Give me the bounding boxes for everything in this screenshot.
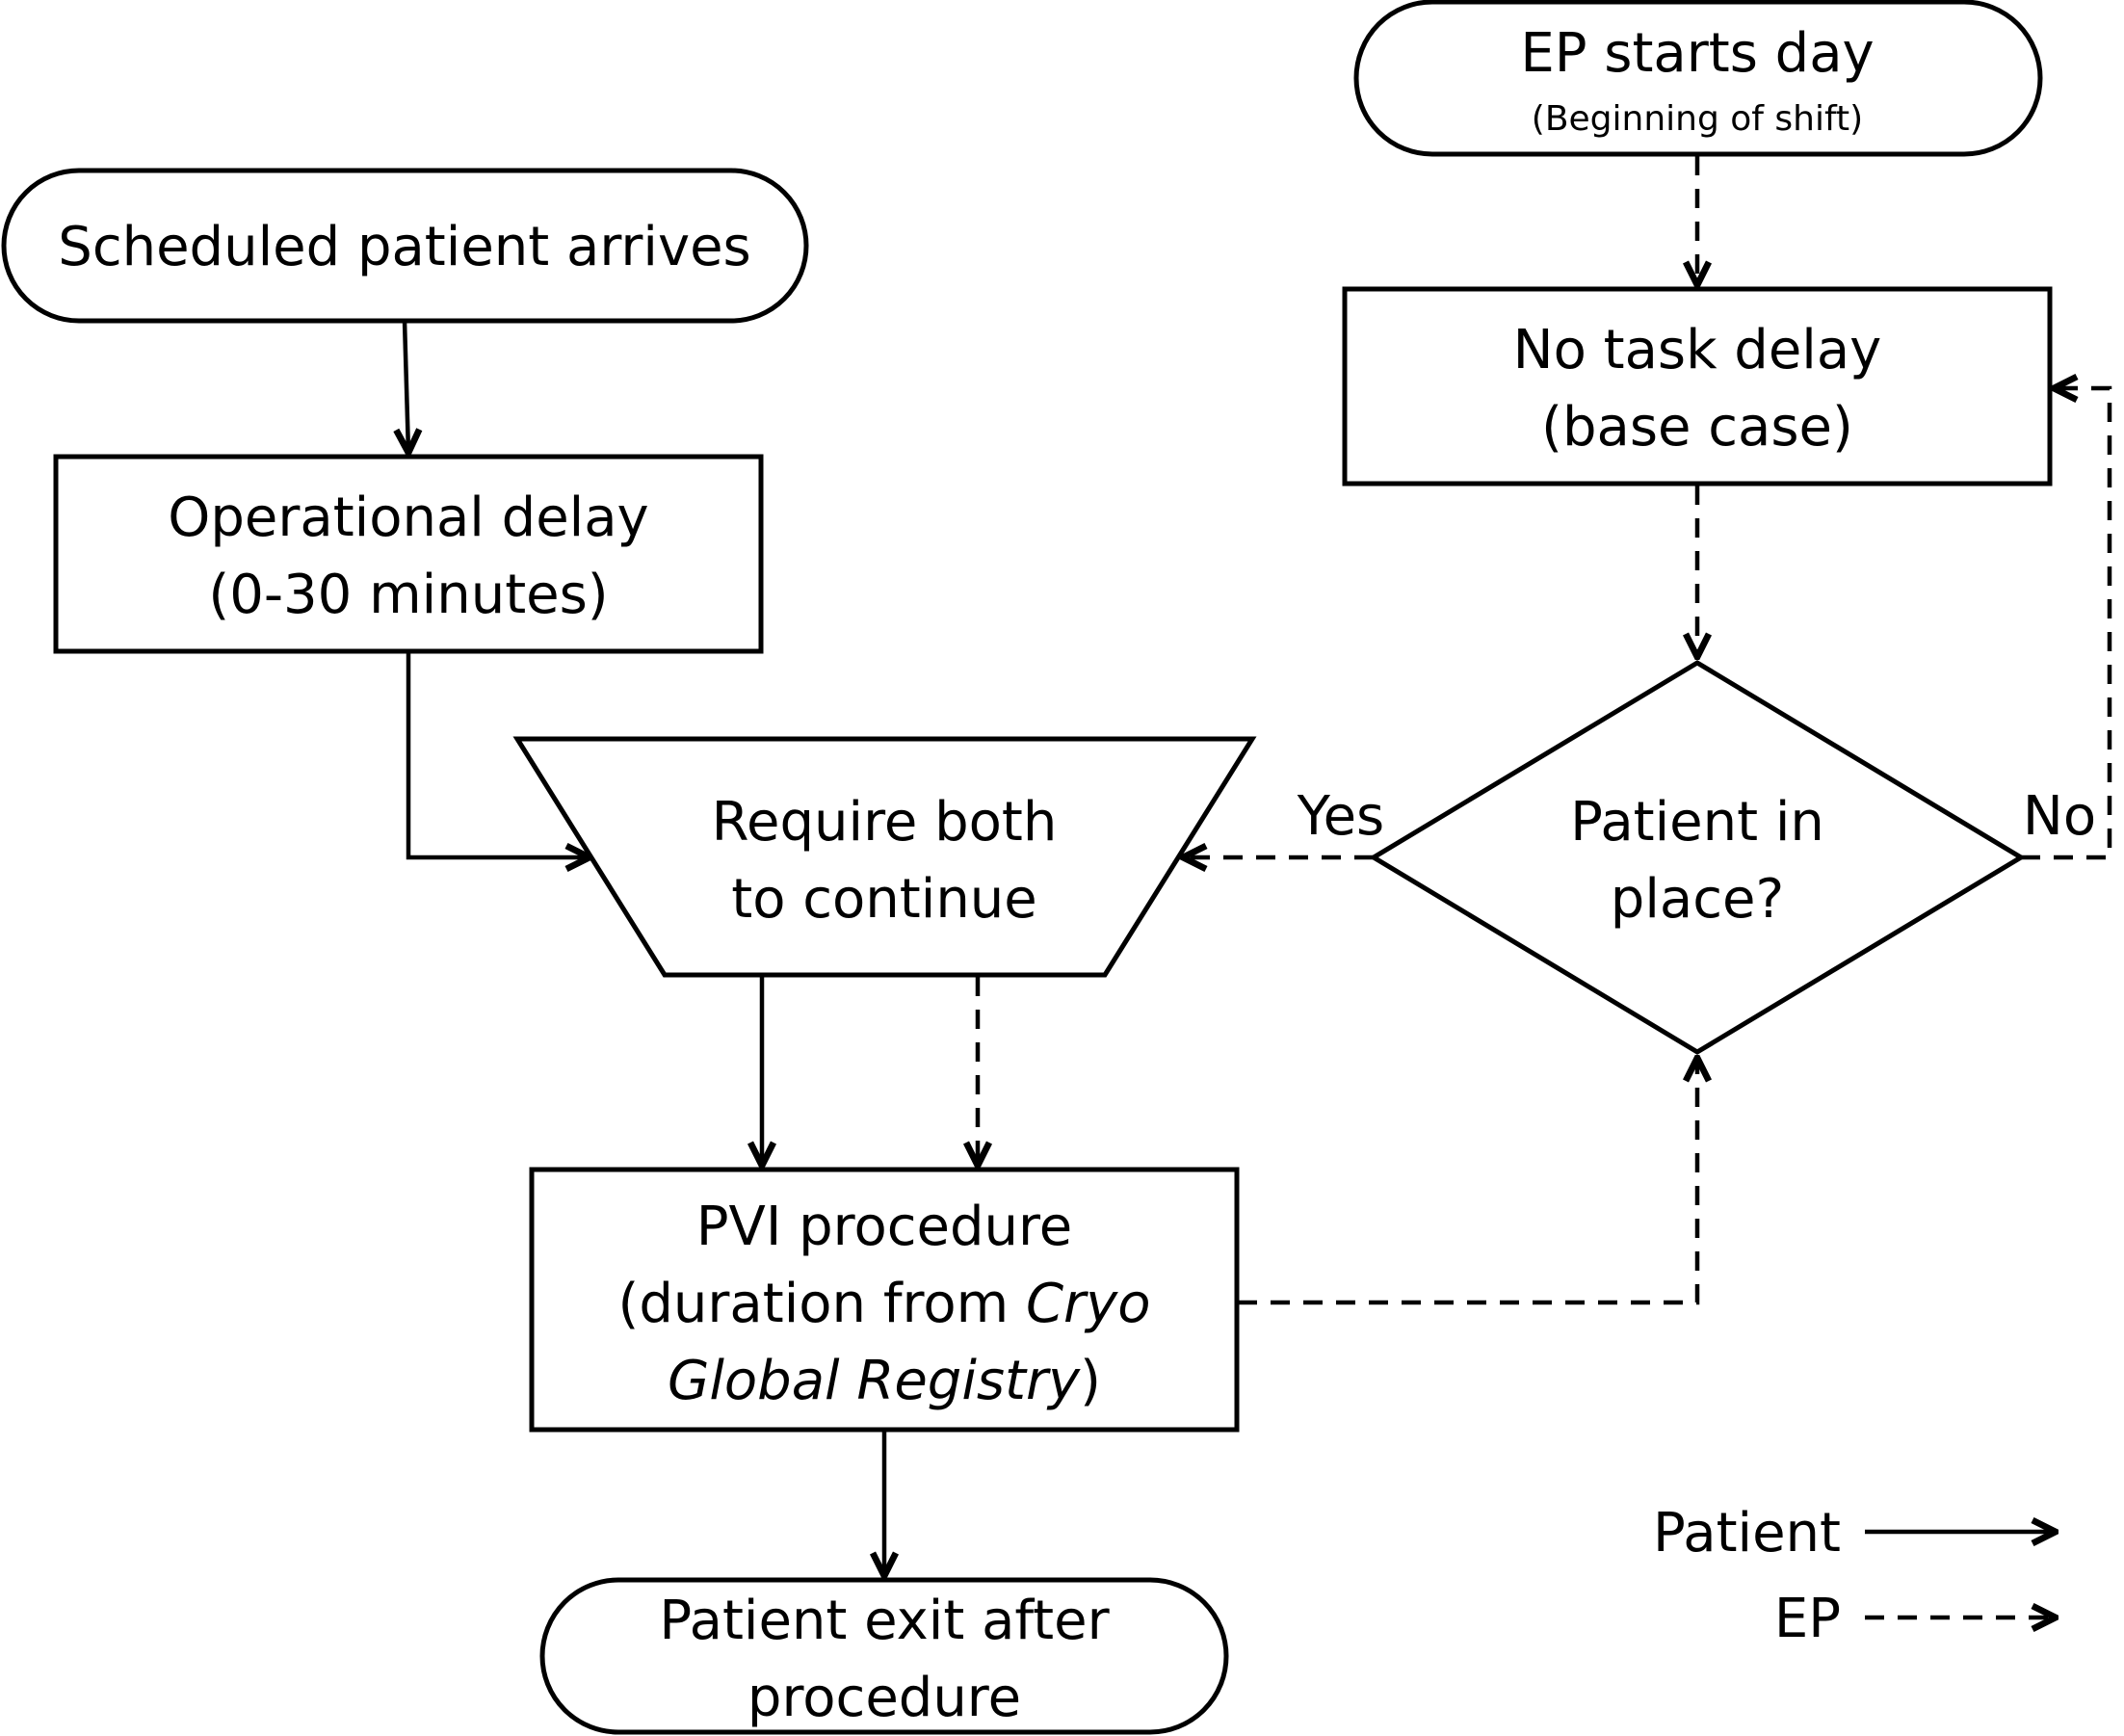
- legend-patient-label: Patient: [1653, 1502, 1841, 1565]
- operational-delay-box: [53, 454, 764, 654]
- patient-exit-sublabel: procedure: [747, 1667, 1021, 1729]
- edge-decision-no: [2021, 388, 2112, 860]
- no-task-delay-sublabel: (base case): [1541, 396, 1853, 459]
- scheduled-patient-terminator: [1, 168, 809, 324]
- pvi-duration-prefix: (duration from: [618, 1273, 1026, 1335]
- legend: Patient EP: [1653, 1502, 2056, 1650]
- patient-exit-label: Patient exit after: [659, 1590, 1110, 1652]
- ep-start-sublabel: (Beginning of shift): [1532, 99, 1863, 139]
- require-both-merge: [512, 736, 1257, 978]
- pvi-procedure-sublabel: (duration from Cryo: [618, 1273, 1151, 1335]
- edge-pvi-to-decision: [1238, 1058, 1697, 1305]
- patient-in-place-decision: [1369, 660, 2026, 1055]
- require-both-label: Require both: [712, 791, 1058, 854]
- scheduled-patient-label: Scheduled patient arrives: [58, 216, 750, 278]
- no-task-delay-label: No task delay: [1513, 319, 1882, 381]
- legend-ep-label: EP: [1774, 1588, 1841, 1650]
- pvi-procedure-sublabel-2: Global Registry): [668, 1350, 1101, 1412]
- pvi-procedure-box: [529, 1167, 1240, 1433]
- yes-label: Yes: [1297, 785, 1384, 848]
- edge-scheduled-to-operational: [405, 320, 408, 453]
- no-label: No: [2023, 785, 2096, 848]
- ep-start-terminator: [1353, 0, 2043, 157]
- pvi-procedure-label: PVI procedure: [696, 1196, 1073, 1258]
- patient-exit-terminator: [539, 1577, 1229, 1735]
- operational-delay-sublabel: (0-30 minutes): [208, 564, 608, 626]
- decision-label: Patient in: [1570, 791, 1824, 854]
- decision-sublabel: place?: [1611, 868, 1784, 931]
- no-task-delay-box: [1342, 286, 2053, 487]
- require-both-sublabel: to continue: [731, 868, 1037, 931]
- pvi-registry-text: Global Registry: [668, 1350, 1081, 1412]
- pvi-cryo-text: Cryo: [1026, 1273, 1151, 1335]
- pvi-registry-suffix: ): [1080, 1350, 1101, 1412]
- edge-operational-to-require: [406, 653, 590, 857]
- ep-start-label: EP starts day: [1520, 22, 1874, 85]
- operational-delay-label: Operational delay: [168, 487, 648, 549]
